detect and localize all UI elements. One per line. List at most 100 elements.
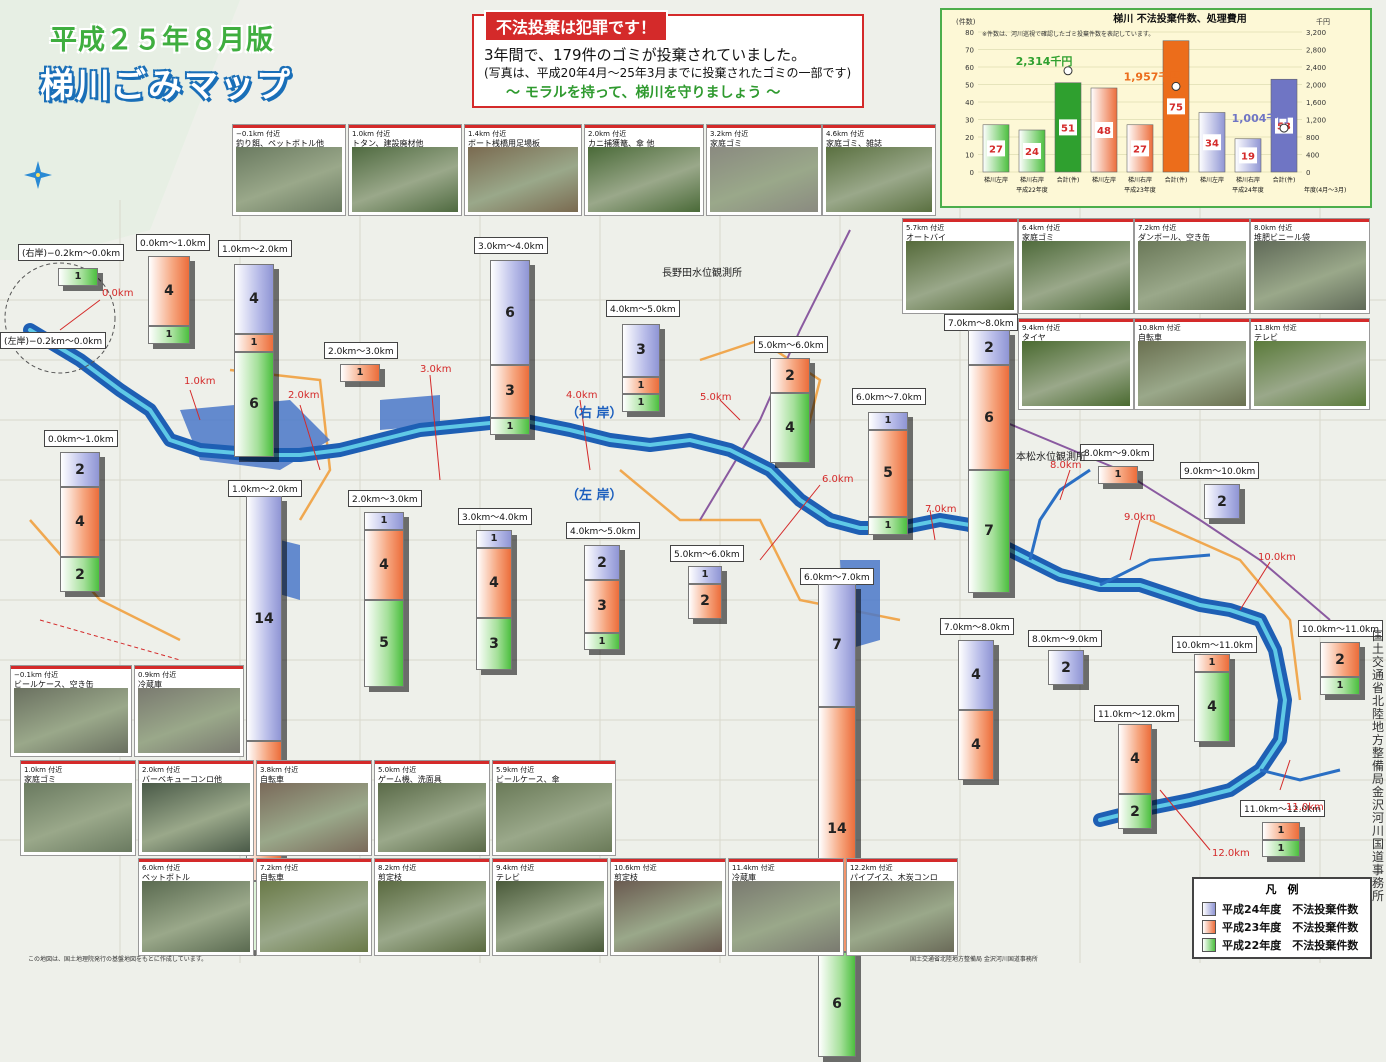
trash-photo: −0.1km 付近釣り餌、ペットボトル他	[232, 124, 346, 216]
bar-segment-h22: 4	[770, 393, 810, 463]
bar-km-label: 8.0km～9.0km	[1080, 444, 1154, 461]
y-tick-label-left: 50	[965, 82, 974, 90]
chart-value-bg	[1023, 143, 1041, 159]
photo-image	[1138, 341, 1246, 406]
photo-caption: 8.0km 付近堆肥ビニール袋	[1251, 219, 1369, 242]
bar-segment-h22: 2	[1118, 794, 1152, 829]
legend-item-h22: 平成22年度 不法投棄件数	[1202, 937, 1358, 953]
photo-desc: 家庭ゴミ	[1022, 233, 1054, 242]
station-label: 長野田水位観測所	[662, 268, 742, 279]
y-tick-label-left: 20	[965, 134, 974, 142]
photo-caption: 5.9km 付近ビールケース、傘	[493, 761, 615, 784]
bar-km-label: 6.0km～7.0km	[852, 388, 926, 405]
photo-image	[710, 147, 818, 212]
photo-caption: 11.4km 付近冷蔵庫	[729, 859, 843, 882]
chart-value-bg	[1131, 140, 1149, 157]
photo-desc: 釣り餌、ペットボトル他	[236, 139, 324, 148]
photo-km: 7.2km 付近	[260, 864, 299, 872]
chart-value-label: 48	[1097, 126, 1111, 137]
bar-segment-h24: 2	[1048, 650, 1084, 685]
y-tick-label-right: 400	[1306, 152, 1319, 160]
trash-photo: 2.0km 付近バーベキューコンロ他	[138, 760, 254, 856]
bar-segment-h23: 5	[868, 429, 908, 517]
bar-segment-h24: 2	[1204, 484, 1240, 519]
chart-category-label: 梯川左岸	[984, 176, 1008, 184]
photo-desc: 剪定枝	[378, 873, 402, 882]
photo-desc: ダンボール、空き缶	[1138, 233, 1210, 242]
photo-image	[906, 241, 1014, 310]
photo-image	[1254, 241, 1366, 310]
legend: 凡 例 平成24年度 不法投棄件数 平成23年度 不法投棄件数 平成22年度 不…	[1192, 877, 1372, 959]
bar-segment-h22: 1	[622, 394, 660, 412]
stacked-bar: 2	[1048, 650, 1089, 690]
photo-caption: 0.9km 付近冷蔵庫	[135, 666, 243, 689]
photo-desc: 冷蔵庫	[138, 680, 162, 689]
y-tick-label-right: 3,200	[1306, 29, 1326, 37]
km-marker-label: 12.0km	[1212, 848, 1250, 859]
bar-km-label: 9.0km～10.0km	[1180, 462, 1260, 479]
legend-title: 凡 例	[1265, 883, 1299, 896]
photo-caption: 1.0km 付近家庭ゴミ	[21, 761, 135, 784]
bar-segment-h22: 2	[60, 557, 100, 592]
trash-photo: 5.9km 付近ビールケース、傘	[492, 760, 616, 856]
trash-photo: −0.1km 付近ビールケース、空き缶	[10, 665, 132, 757]
chart-value-label: 75	[1169, 102, 1183, 113]
photo-km: 10.6km 付近	[614, 864, 657, 872]
chart-value-label: 24	[1025, 147, 1039, 158]
chart-category-label: 梯川左岸	[1200, 176, 1224, 184]
chart-value-bg	[1239, 147, 1257, 164]
bar-segment-h23: 3	[490, 365, 530, 418]
leader-lines	[59, 299, 1291, 851]
bar-segment-h24: 7	[818, 584, 856, 707]
photo-caption: 6.4km 付近家庭ゴミ	[1019, 219, 1133, 242]
legend-item-h23: 平成23年度 不法投棄件数	[1202, 919, 1358, 935]
cost-label: 1,004千円	[1232, 111, 1289, 125]
bar-km-label: 4.0km～5.0km	[566, 522, 640, 539]
trash-photo: 5.7km 付近オートバイ	[902, 218, 1018, 314]
photo-image	[142, 783, 250, 852]
photo-image	[614, 881, 722, 952]
legend-swatch	[1202, 902, 1216, 916]
photo-image	[236, 147, 342, 212]
photo-caption: 4.6km 付近家庭ゴミ、雑誌	[823, 125, 935, 148]
photo-image	[378, 783, 486, 852]
station-label: 本松水位観測所	[1016, 452, 1086, 463]
bar-km-label: 5.0km～6.0km	[754, 336, 828, 353]
photo-caption: 7.2km 付近自転車	[257, 859, 371, 882]
photo-caption: 5.7km 付近オートバイ	[903, 219, 1017, 242]
trash-photo: 4.6km 付近家庭ゴミ、雑誌	[822, 124, 936, 216]
photo-image	[352, 147, 458, 212]
chart-category-label: 梯川左岸	[1092, 176, 1116, 184]
bar-segment-h23: 1	[1098, 466, 1138, 484]
photo-image	[24, 783, 132, 852]
chart-category-label: 合計(件)	[1165, 176, 1188, 184]
bar-km-label: 2.0km～3.0km	[324, 342, 398, 359]
compass-icon	[24, 161, 52, 189]
notice-box: 不法投棄は犯罪です！ 3年間で、179件のゴミが投棄されていました。 (写真は、…	[472, 10, 864, 108]
photo-desc: パイプイス、木炭コンロ	[850, 873, 938, 882]
bar-km-label: 7.0km～8.0km	[944, 314, 1018, 331]
chart-group-label: 平成24年度	[1232, 186, 1264, 194]
photo-km: −0.1km 付近	[236, 130, 281, 138]
page-title: 梯川ごみマップ	[40, 66, 292, 106]
photo-image	[378, 881, 486, 952]
trash-photo: 5.0km 付近ゲーム機、洗面具	[374, 760, 490, 856]
bar-segment-h23: 2	[688, 583, 722, 619]
trash-photo: 8.2km 付近剪定枝	[374, 858, 490, 956]
photo-image	[496, 783, 612, 852]
bar-segment-h24: 2	[968, 330, 1010, 365]
photo-km: 6.4km 付近	[1022, 224, 1061, 232]
photo-image	[588, 147, 700, 212]
km-marker-label: 3.0km	[420, 364, 452, 375]
bar-segment-h23: 4	[60, 487, 100, 557]
side-vertical-text: 国土交通省北陸地方整備局金沢河川国道事務所	[1372, 629, 1385, 903]
photo-desc: バーベキューコンロ他	[142, 775, 222, 784]
photo-desc: 自転車	[260, 873, 284, 882]
